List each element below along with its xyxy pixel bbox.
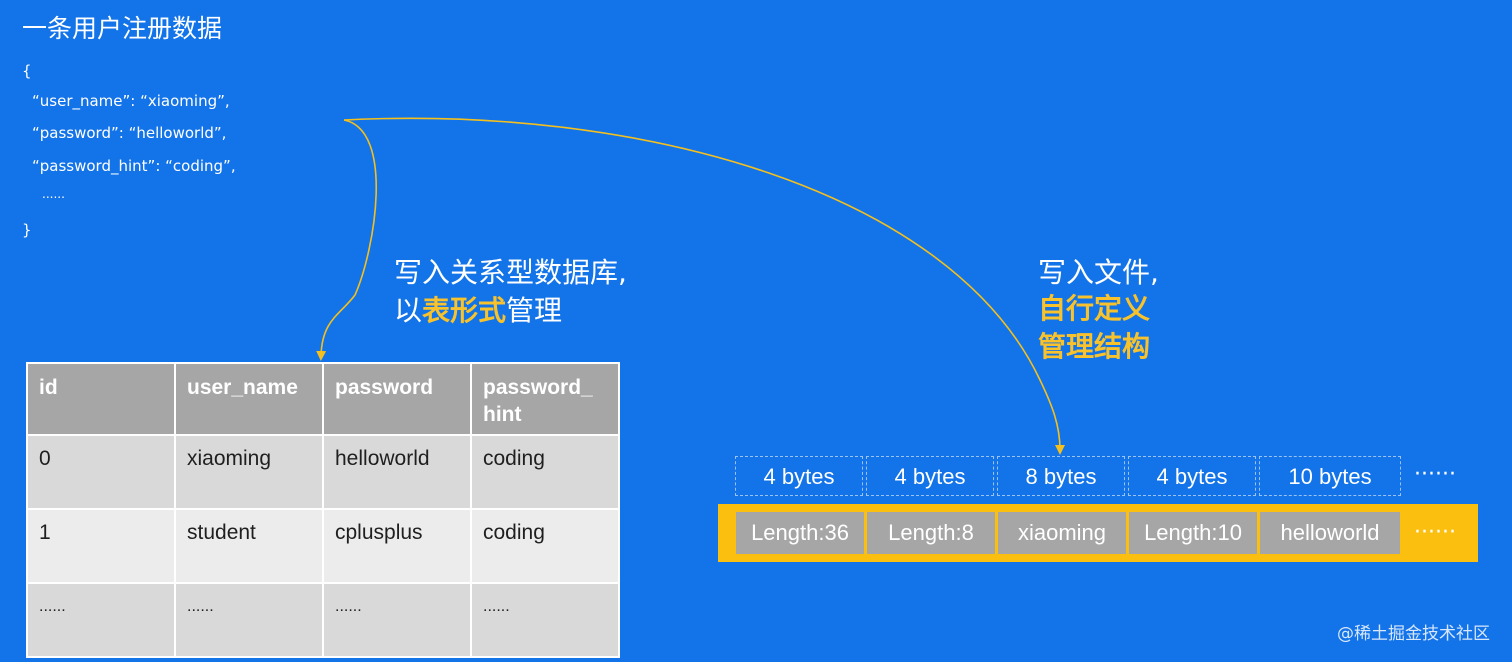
table-header-password: password xyxy=(322,362,472,436)
table-header-user-name: user_name xyxy=(174,362,324,436)
file-caption-line3: 管理结构 xyxy=(1038,330,1151,363)
byte-size-label: 10 bytes xyxy=(1259,456,1401,496)
json-open-brace: { xyxy=(22,62,32,80)
table-header-password-hint: password_ hint xyxy=(470,362,620,436)
table-cell: cplusplus xyxy=(322,508,472,584)
file-caption-line2: 自行定义 xyxy=(1038,292,1151,325)
table-row: 1 student cplusplus coding xyxy=(26,508,620,584)
file-field-ellipsis: ······ xyxy=(1414,520,1456,545)
table-cell: xiaoming xyxy=(174,434,324,510)
byte-size-label: 8 bytes xyxy=(997,456,1125,496)
table-cell: ...... xyxy=(322,582,472,658)
db-caption-suffix: 管理 xyxy=(506,294,563,327)
table-header-id: id xyxy=(26,362,176,436)
db-caption-prefix: 以 xyxy=(394,294,423,327)
byte-size-label: 4 bytes xyxy=(1128,456,1256,496)
watermark: @稀土掘金技术社区 xyxy=(1337,624,1490,644)
table-cell: ...... xyxy=(470,582,620,658)
table-cell: student xyxy=(174,508,324,584)
table-header-row: id user_name password password_ hint xyxy=(26,362,620,436)
byte-size-ellipsis: ······ xyxy=(1414,462,1456,487)
json-line-password: “password”: “helloworld”, xyxy=(32,124,227,142)
json-close-brace: } xyxy=(22,221,32,239)
table-cell: 1 xyxy=(26,508,176,584)
page-title: 一条用户注册数据 xyxy=(22,14,223,43)
file-field: Length:8 xyxy=(867,512,995,554)
table-cell: ...... xyxy=(26,582,176,658)
table-row: 0 xiaoming helloworld coding xyxy=(26,434,620,510)
json-line-password-hint: “password_hint”: “coding”, xyxy=(32,157,236,175)
table-row: ...... ...... ...... ...... xyxy=(26,582,620,658)
byte-size-label: 4 bytes xyxy=(866,456,994,496)
table-cell: coding xyxy=(470,434,620,510)
table-cell: 0 xyxy=(26,434,176,510)
db-caption-highlight: 表形式 xyxy=(422,294,507,327)
byte-size-label: 4 bytes xyxy=(735,456,863,496)
file-caption-line1: 写入文件, xyxy=(1038,256,1159,289)
db-caption-line1: 写入关系型数据库, xyxy=(394,256,627,289)
table-cell: ...... xyxy=(174,582,324,658)
table-cell: coding xyxy=(470,508,620,584)
table-cell: helloworld xyxy=(322,434,472,510)
file-field: helloworld xyxy=(1260,512,1400,554)
json-line-user-name: “user_name”: “xiaoming”, xyxy=(32,92,230,110)
arrow-to-table xyxy=(316,119,378,361)
json-line-ellipsis: ...... xyxy=(42,187,65,201)
db-table: id user_name password password_ hint 0 x… xyxy=(26,362,620,658)
file-field: Length:10 xyxy=(1129,512,1257,554)
file-field: Length:36 xyxy=(736,512,864,554)
db-caption-line2: 以表形式管理 xyxy=(394,292,562,330)
file-field: xiaoming xyxy=(998,512,1126,554)
